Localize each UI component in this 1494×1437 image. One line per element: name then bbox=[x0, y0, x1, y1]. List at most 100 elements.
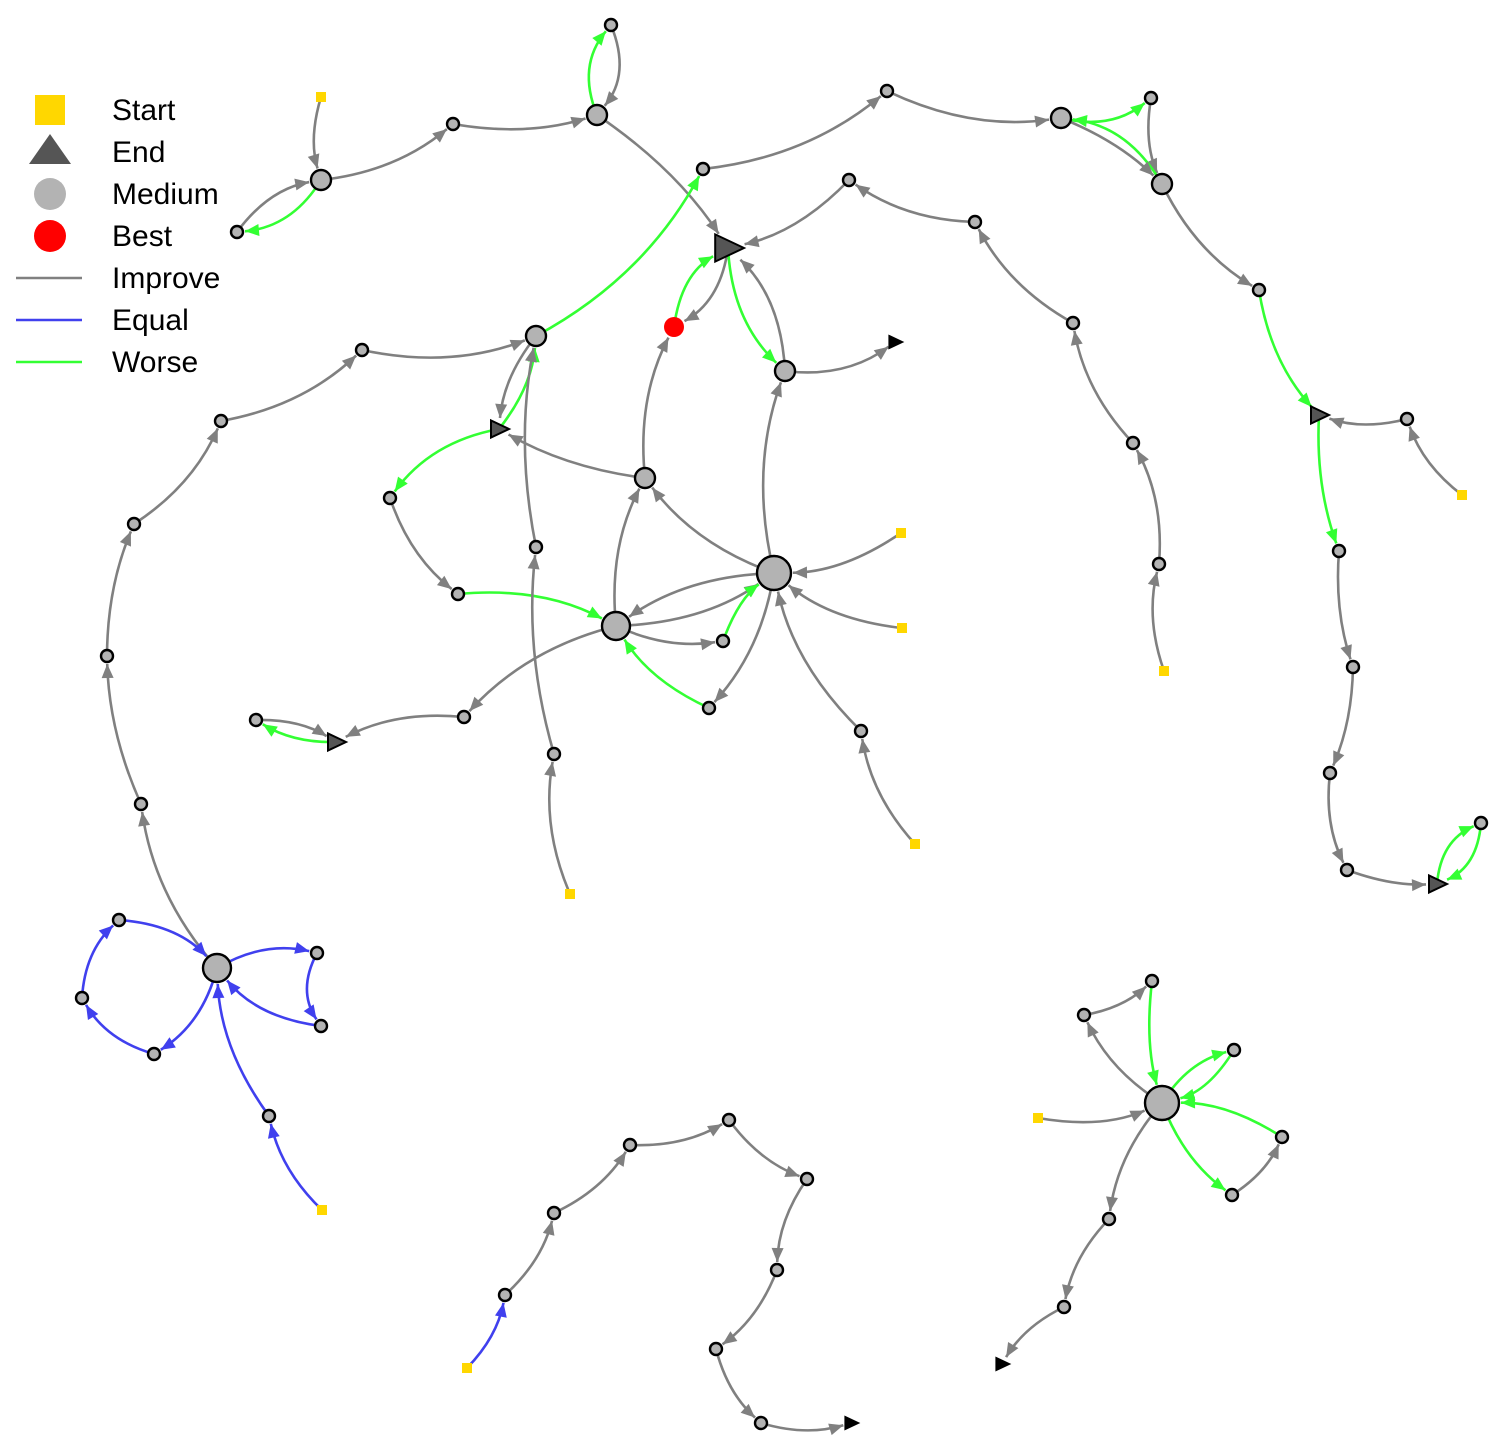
edge-improve bbox=[468, 624, 617, 712]
edge-improve bbox=[361, 339, 526, 359]
edge-arrowhead bbox=[227, 980, 241, 996]
edge-improve bbox=[548, 761, 572, 895]
medium-node bbox=[1150, 172, 1174, 196]
start-node bbox=[1159, 666, 1169, 676]
edge-improve bbox=[133, 427, 220, 526]
edge-arrowhead bbox=[858, 738, 871, 754]
edge-arrowhead bbox=[652, 487, 666, 503]
edge-arrowhead bbox=[604, 91, 619, 106]
medium-node bbox=[721, 1112, 737, 1128]
edge-arrowhead bbox=[866, 96, 881, 110]
edge-improve bbox=[784, 345, 890, 374]
edge-arrowhead bbox=[267, 1123, 280, 1139]
edge-improve bbox=[105, 530, 133, 657]
edge-arrowhead bbox=[705, 218, 719, 234]
nodes bbox=[74, 17, 1489, 1431]
medium-node bbox=[1056, 1299, 1072, 1315]
edge-arrowhead bbox=[792, 566, 808, 579]
end-node bbox=[995, 1356, 1012, 1372]
medium-node bbox=[1322, 765, 1338, 781]
edge-arrowhead bbox=[873, 346, 889, 360]
edge-arrowhead bbox=[613, 1151, 626, 1167]
edge-arrowhead bbox=[542, 1220, 555, 1236]
legend-label-medium: Medium bbox=[112, 178, 219, 211]
edge-improve bbox=[860, 738, 916, 845]
edge-improve bbox=[613, 488, 641, 627]
legend-best-symbol bbox=[34, 220, 66, 252]
start-node bbox=[1457, 490, 1467, 500]
medium-node bbox=[773, 359, 797, 383]
edge-improve bbox=[1060, 116, 1155, 177]
medium-node bbox=[354, 342, 370, 358]
medium-node bbox=[213, 413, 229, 429]
edge-arrowhead bbox=[101, 663, 114, 679]
medium-node bbox=[497, 1287, 513, 1303]
edge-arrowhead bbox=[740, 1403, 756, 1418]
edge-arrowhead bbox=[1131, 986, 1147, 1001]
edge-worse bbox=[244, 179, 323, 233]
edge-arrowhead bbox=[855, 184, 871, 198]
medium-node bbox=[309, 168, 333, 192]
edge-improve bbox=[220, 354, 358, 423]
medium-node bbox=[1274, 1129, 1290, 1145]
edge-arrowhead bbox=[86, 1004, 99, 1021]
edge-improve bbox=[642, 337, 670, 479]
medium-node bbox=[1345, 659, 1361, 675]
edge-arrowhead bbox=[98, 925, 114, 940]
edge-arrowhead bbox=[1408, 426, 1420, 442]
edge-worse bbox=[623, 638, 710, 710]
medium-node bbox=[879, 83, 895, 99]
medium-node bbox=[248, 712, 264, 728]
edge-arrowhead bbox=[206, 428, 218, 444]
edge-improve bbox=[792, 531, 902, 575]
edge-improve bbox=[523, 347, 538, 548]
end-node bbox=[490, 418, 512, 440]
edge-arrowhead bbox=[1006, 1342, 1019, 1358]
edge-improve bbox=[1073, 330, 1134, 444]
medium-node bbox=[546, 1205, 562, 1221]
edge-arrowhead bbox=[788, 585, 804, 599]
edge-improve bbox=[105, 663, 143, 805]
start-node bbox=[316, 92, 326, 102]
edge-arrowhead bbox=[244, 224, 260, 236]
edge-arrowhead bbox=[707, 1124, 723, 1137]
medium-node bbox=[1049, 106, 1073, 130]
edge-arrowhead bbox=[160, 1037, 176, 1050]
edge-arrowhead bbox=[1147, 1069, 1159, 1085]
medium-node bbox=[1143, 90, 1159, 106]
edge-arrowhead bbox=[1147, 571, 1160, 587]
medium-node bbox=[524, 324, 548, 348]
legend-label-start: Start bbox=[112, 94, 176, 127]
edge-arrowhead bbox=[311, 723, 327, 737]
edge-arrowhead bbox=[1034, 115, 1050, 128]
medium-node bbox=[1473, 815, 1489, 831]
legend-start-symbol bbox=[35, 95, 65, 125]
medium-node bbox=[1339, 862, 1355, 878]
edge-arrowhead bbox=[978, 229, 991, 245]
start-node bbox=[910, 839, 920, 849]
end-node bbox=[327, 731, 349, 753]
edge-improve bbox=[744, 179, 850, 246]
edge-arrowhead bbox=[656, 337, 669, 353]
edge-worse bbox=[1257, 289, 1313, 408]
edge-arrowhead bbox=[697, 256, 714, 269]
edge-arrowhead bbox=[828, 1423, 844, 1436]
edge-arrowhead bbox=[1458, 826, 1474, 838]
medium-node bbox=[111, 912, 127, 928]
edge-improve bbox=[615, 582, 760, 628]
edge-arrowhead bbox=[687, 176, 700, 192]
edge-improve bbox=[1151, 571, 1166, 672]
edge-arrowhead bbox=[775, 591, 787, 607]
medium-node bbox=[1144, 973, 1160, 989]
medium-node bbox=[1101, 1211, 1117, 1227]
edge-arrowhead bbox=[544, 761, 557, 777]
edge-arrowhead bbox=[1129, 1110, 1145, 1122]
edge-improve bbox=[1332, 666, 1355, 767]
medium-node bbox=[1151, 556, 1167, 572]
edge-improve bbox=[320, 128, 448, 182]
edge-arrowhead bbox=[1447, 868, 1463, 880]
edge-arrowhead bbox=[1211, 1049, 1227, 1062]
medium-node bbox=[755, 554, 793, 592]
best-node bbox=[664, 317, 684, 337]
